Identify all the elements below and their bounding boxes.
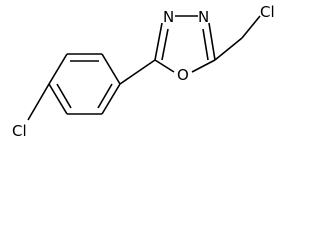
bond-c2-n3-double xyxy=(161,28,169,61)
bond-benzene-c1-c2 xyxy=(101,53,121,85)
atom-n-left: N xyxy=(163,8,174,26)
bond-aryl-oxadiazole xyxy=(119,59,156,85)
atom-aryl-cl: Cl xyxy=(12,122,27,140)
bond-c5-ch2 xyxy=(214,37,243,61)
bonds xyxy=(27,15,261,121)
atom-ring-oxygen: O xyxy=(177,66,189,84)
bond-c2-n3 xyxy=(154,22,163,61)
structure-diagram: N N O Cl Cl xyxy=(12,3,275,140)
atom-chloromethyl-cl: Cl xyxy=(260,3,275,21)
atom-labels: N N O Cl Cl xyxy=(12,3,275,140)
bond-n4-c5-double xyxy=(202,28,209,61)
bond-benzene-c3-c4 xyxy=(48,53,68,85)
bond-ch2-cl xyxy=(241,15,261,39)
bond-benzene-c6-c1-inner xyxy=(97,83,113,109)
bond-benzene-c6-c1 xyxy=(101,83,121,115)
bond-n4-c5 xyxy=(208,22,216,61)
bond-o1-c2 xyxy=(154,59,175,73)
atom-n-right: N xyxy=(198,8,209,26)
bond-benzene-c4-c5 xyxy=(48,83,68,115)
bond-benzene-c4-c5-inner xyxy=(56,83,72,109)
bond-c5-o1 xyxy=(191,59,216,73)
bond-c4-cl xyxy=(27,83,50,121)
molecule-drawing: N N O Cl Cl xyxy=(12,3,275,140)
